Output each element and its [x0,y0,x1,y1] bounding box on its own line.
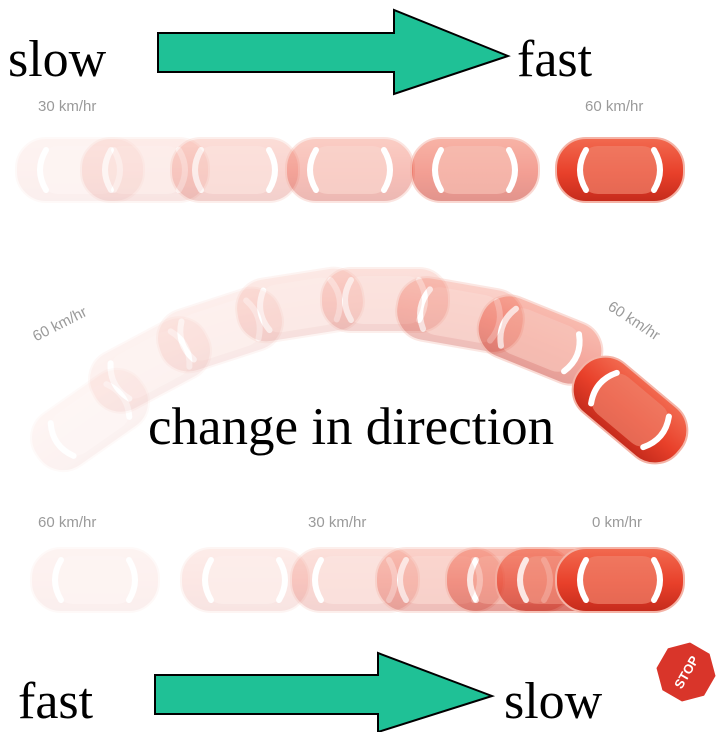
top-arrow [157,8,511,96]
top-speed-start: 30 km/hr [38,98,97,115]
middle-caption: change in direction [148,398,555,456]
bottom-fast-label: fast [18,673,94,730]
bottom-speed-end: 0 km/hr [592,514,643,531]
bottom-speed-start: 60 km/hr [38,514,97,531]
stop-sign-icon: STOP [653,639,716,705]
bottom-car-row [31,548,684,612]
top-car-row [16,138,684,202]
top-slow-label: slow [8,31,107,88]
bottom-slow-label: slow [504,673,603,730]
top-fast-label: fast [517,31,593,88]
bottom-speed-mid: 30 km/hr [308,514,367,531]
top-speed-end: 60 km/hr [585,98,644,115]
bottom-arrow [154,651,496,732]
